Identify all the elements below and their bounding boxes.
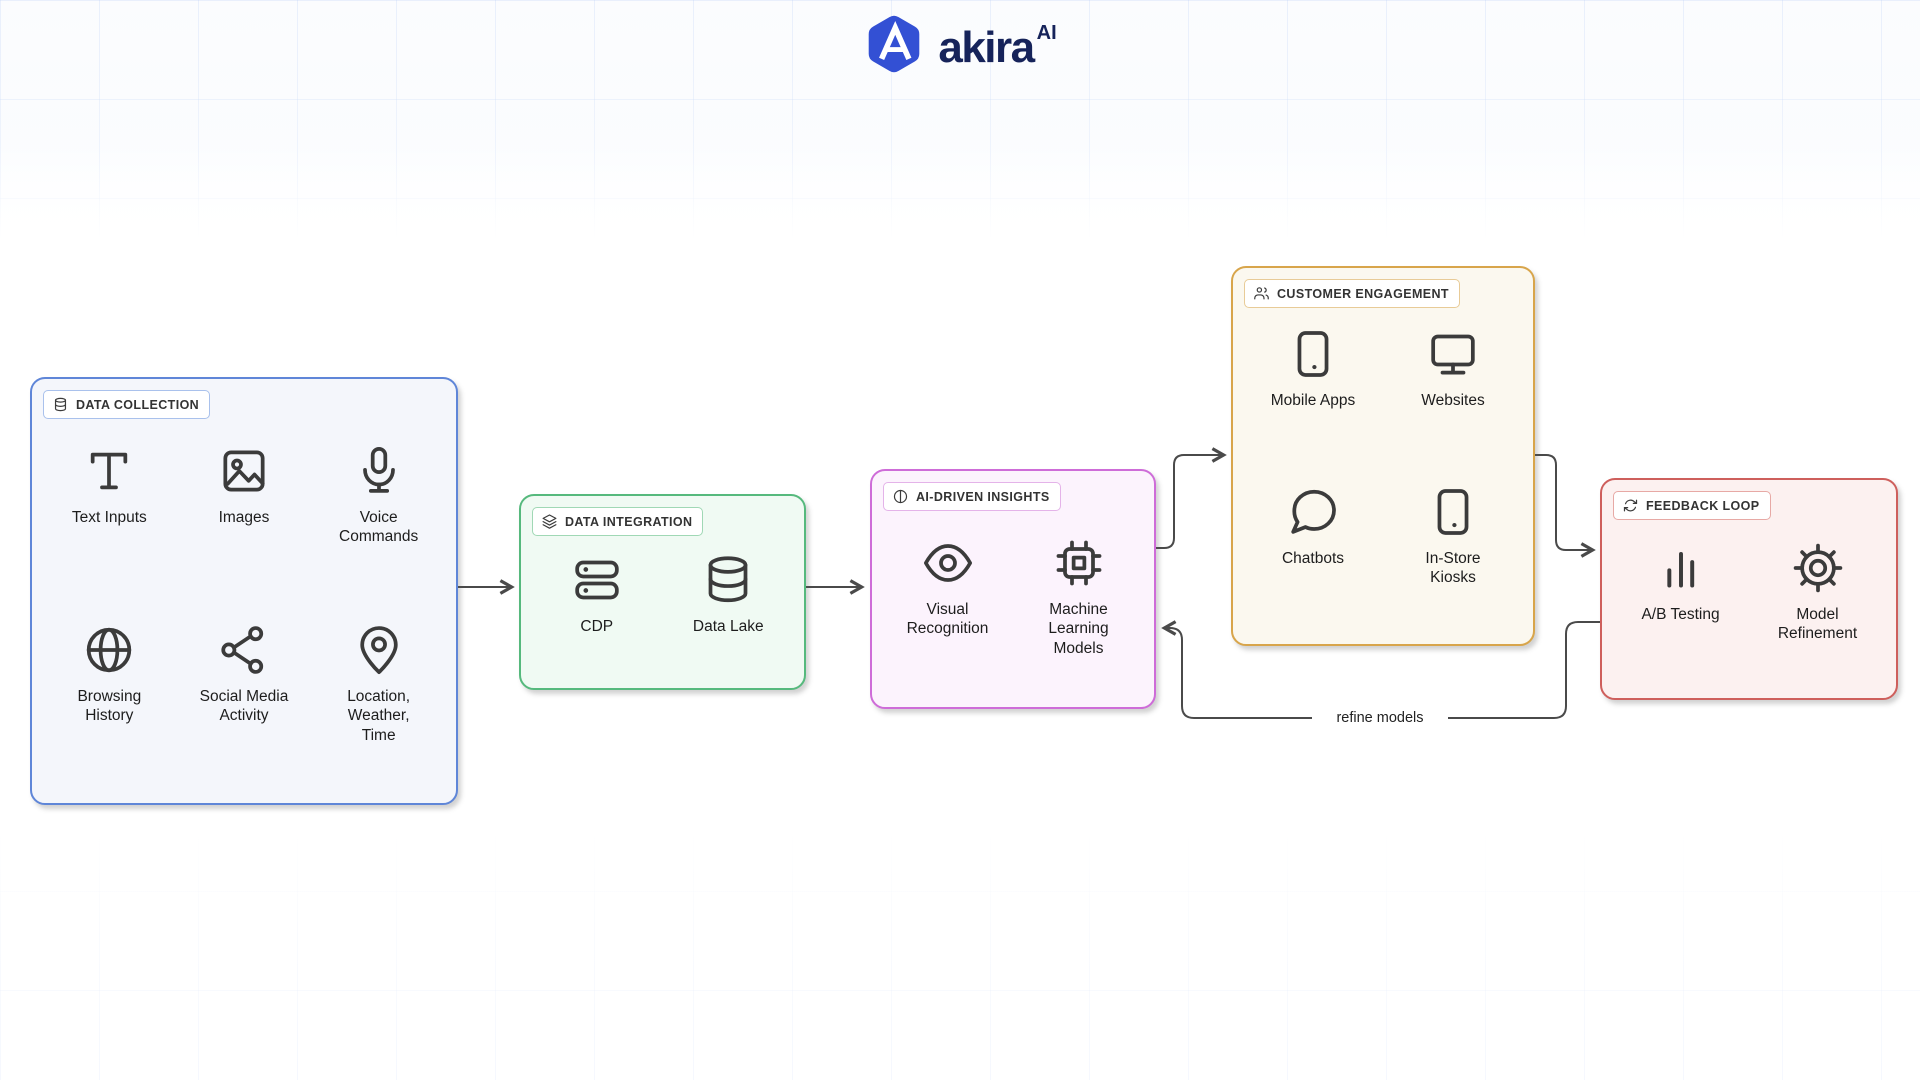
- item-label: Visual Recognition: [906, 601, 989, 638]
- refine-models-label: refine models: [1336, 710, 1424, 726]
- brand-wordmark: akira AI: [938, 18, 1056, 70]
- group-title: AI-DRIVEN INSIGHTS: [916, 489, 1050, 504]
- microphone-icon: [351, 443, 407, 499]
- data-integration-group: DATA INTEGRATION CDP Data Lake: [519, 494, 806, 690]
- data-collection-group: DATA COLLECTION Text Inputs Images Voice…: [30, 377, 458, 805]
- text-icon: [81, 443, 137, 499]
- bar-chart-icon: [1653, 540, 1709, 596]
- monitor-icon: [1425, 326, 1481, 382]
- item-label: In-Store Kiosks: [1425, 550, 1481, 587]
- item-machine-learning-models: Machine Learning Models: [1013, 529, 1144, 699]
- item-visual-recognition: Visual Recognition: [882, 529, 1013, 699]
- item-label: Mobile Apps: [1270, 392, 1356, 409]
- item-label: Browsing History: [77, 688, 142, 725]
- akira-logo-icon: [869, 15, 920, 73]
- item-label: Text Inputs: [71, 509, 147, 526]
- item-images: Images: [177, 437, 312, 616]
- cpu-icon: [1051, 535, 1107, 591]
- share-icon: [216, 622, 272, 678]
- kiosk-icon: [1425, 484, 1481, 540]
- item-browsing-history: Browsing History: [42, 616, 177, 795]
- item-voice-commands: Voice Commands: [311, 437, 446, 616]
- feedback-loop-header: FEEDBACK LOOP: [1613, 491, 1771, 520]
- group-title: DATA COLLECTION: [76, 397, 200, 412]
- tablet-icon: [1285, 326, 1341, 382]
- contrast-icon: [892, 488, 909, 505]
- users-icon: [1253, 285, 1270, 302]
- database-icon: [52, 396, 69, 413]
- item-label: Machine Learning Models: [1048, 601, 1109, 657]
- item-location-weather-time: Location, Weather, Time: [311, 616, 446, 795]
- globe-icon: [81, 622, 137, 678]
- data-integration-header: DATA INTEGRATION: [532, 507, 704, 536]
- ai-driven-insights-header: AI-DRIVEN INSIGHTS: [883, 482, 1061, 511]
- item-label: Data Lake: [692, 618, 764, 635]
- item-ab-testing: A/B Testing: [1612, 534, 1749, 690]
- data-collection-header: DATA COLLECTION: [43, 390, 211, 419]
- brand-name: akira: [938, 23, 1035, 72]
- customer-engagement-header: CUSTOMER ENGAGEMENT: [1244, 279, 1460, 308]
- group-title: FEEDBACK LOOP: [1646, 498, 1760, 513]
- database-cylinder-icon: [700, 552, 756, 608]
- item-label: Websites: [1421, 392, 1485, 409]
- layers-icon: [541, 513, 558, 530]
- item-data-lake: Data Lake: [663, 546, 795, 680]
- brand-logo[interactable]: akira AI: [0, 8, 1920, 80]
- item-social-media-activity: Social Media Activity: [177, 616, 312, 795]
- item-label: Chatbots: [1281, 550, 1345, 567]
- item-label: Social Media Activity: [199, 688, 289, 725]
- item-text-inputs: Text Inputs: [42, 437, 177, 616]
- item-label: CDP: [580, 618, 614, 635]
- item-label: A/B Testing: [1641, 606, 1720, 623]
- brand-superscript: AI: [1036, 22, 1057, 44]
- item-label: Location, Weather, Time: [347, 688, 411, 744]
- item-model-refinement: Model Refinement: [1749, 534, 1886, 690]
- ai-driven-insights-group: AI-DRIVEN INSIGHTS Visual Recognition Ma…: [870, 469, 1156, 709]
- group-title: CUSTOMER ENGAGEMENT: [1277, 286, 1449, 301]
- item-cdp: CDP: [531, 546, 663, 680]
- image-icon: [216, 443, 272, 499]
- item-mobile-apps: Mobile Apps: [1243, 320, 1383, 478]
- item-label: Images: [218, 509, 270, 526]
- item-label: Voice Commands: [339, 509, 419, 546]
- chat-bubble-icon: [1285, 484, 1341, 540]
- group-title: DATA INTEGRATION: [565, 514, 693, 529]
- gear-icon: [1790, 540, 1846, 596]
- eye-icon: [920, 535, 976, 591]
- feedback-loop-group: FEEDBACK LOOP A/B Testing Model Refineme…: [1600, 478, 1898, 700]
- item-label: Model Refinement: [1777, 606, 1858, 643]
- refresh-icon: [1622, 497, 1639, 514]
- item-in-store-kiosks: In-Store Kiosks: [1383, 478, 1523, 636]
- customer-engagement-group: CUSTOMER ENGAGEMENT Mobile Apps Websites…: [1231, 266, 1535, 646]
- item-chatbots: Chatbots: [1243, 478, 1383, 636]
- item-websites: Websites: [1383, 320, 1523, 478]
- server-icon: [569, 552, 625, 608]
- map-pin-icon: [351, 622, 407, 678]
